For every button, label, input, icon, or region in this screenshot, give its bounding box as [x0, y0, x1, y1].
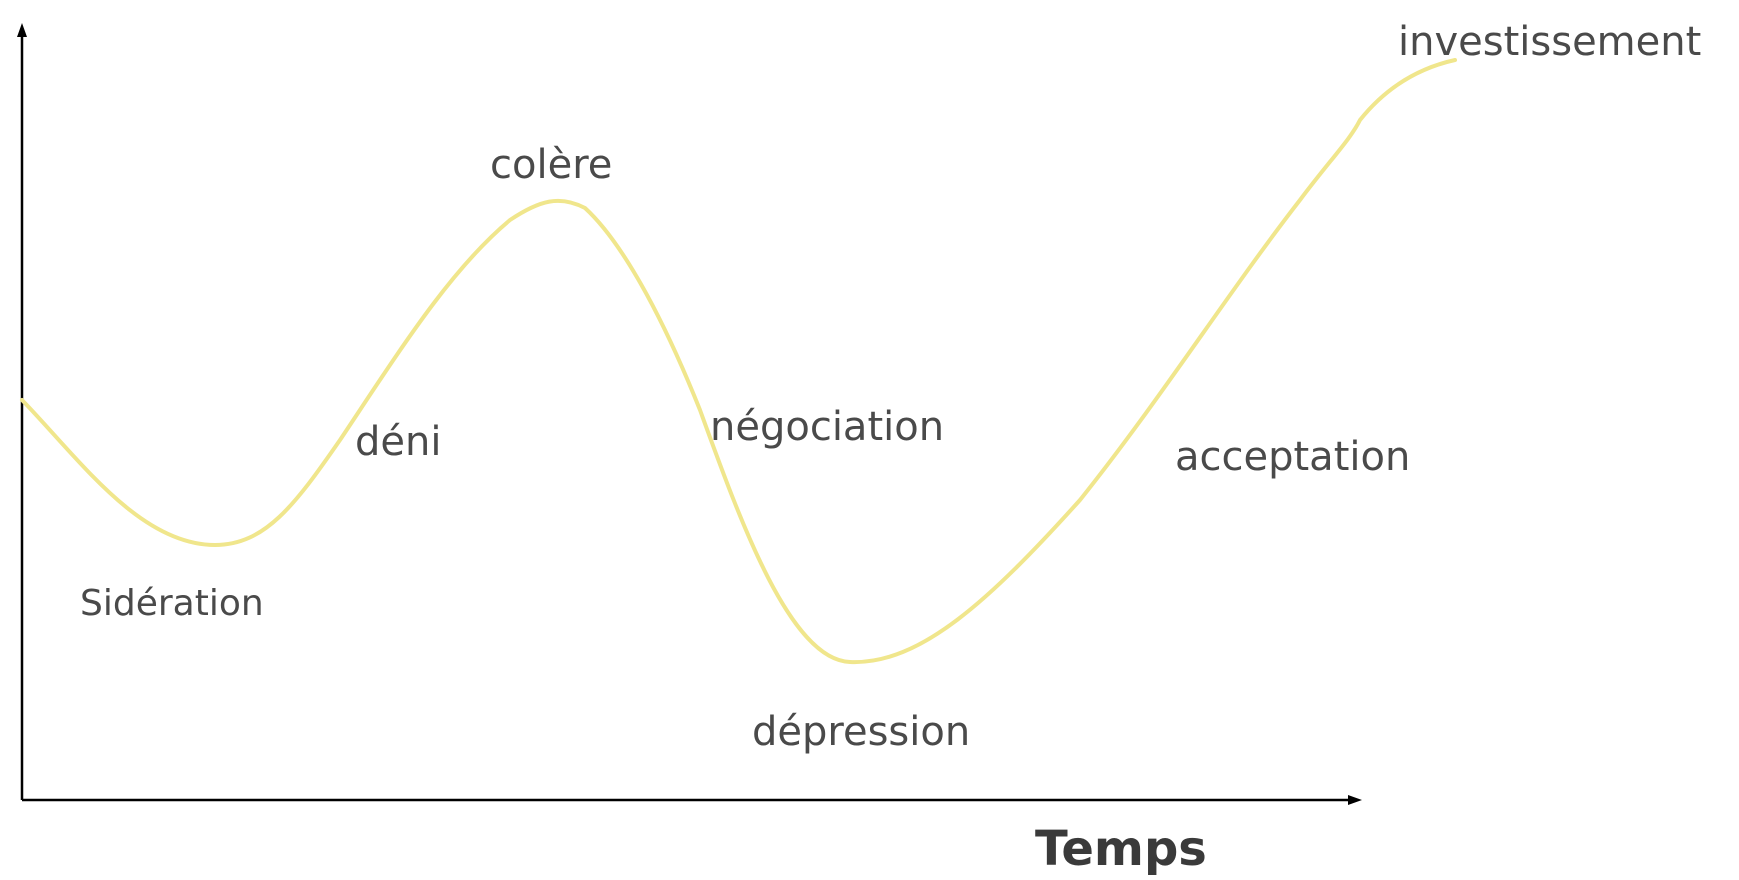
x-axis-title: Temps [1035, 821, 1207, 877]
stage-label-negociation: négociation [710, 404, 944, 450]
stage-label-investissement: investissement [1398, 19, 1701, 65]
stage-label-acceptation: acceptation [1175, 434, 1410, 480]
stage-label-depression: dépression [752, 709, 970, 755]
stage-label-deni: déni [355, 419, 441, 465]
stage-label-colere: colère [490, 142, 612, 188]
emotion-curve [20, 58, 1457, 665]
stage-label-sideration: Sidération [80, 583, 264, 624]
